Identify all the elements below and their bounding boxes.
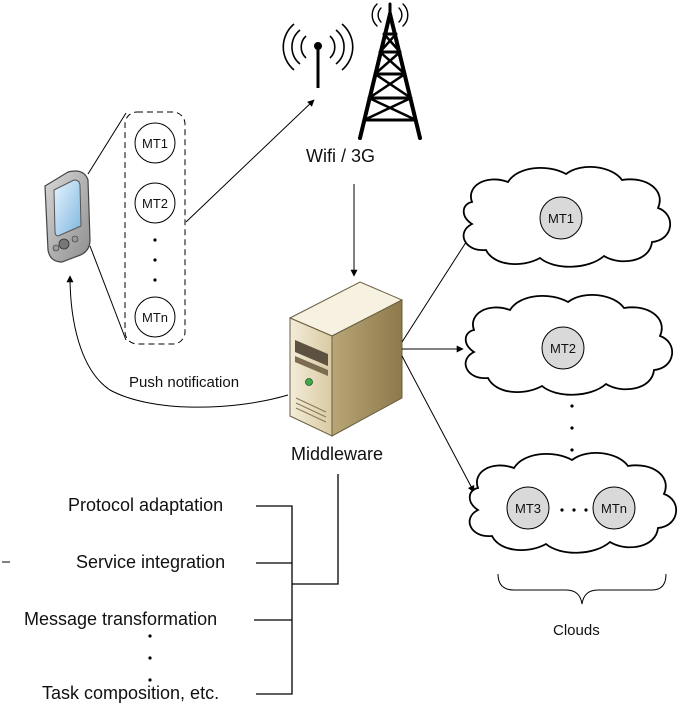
push-notification-label: Push notification	[129, 374, 240, 391]
middleware-to-cloud3-arrow	[401, 355, 475, 493]
server-icon	[288, 281, 404, 437]
wireless-label: Wifi / 3G	[306, 146, 376, 166]
phone-to-list-line-top	[87, 112, 127, 175]
clouds-brace	[497, 573, 667, 605]
cloud-2-node-label: MT2	[550, 341, 576, 356]
push-notification-arrow	[66, 275, 289, 408]
mobile-phone-icon	[44, 170, 91, 263]
clouds-ellipsis	[570, 404, 574, 452]
cloud-3: MT3 MTn	[468, 452, 678, 554]
cell-tower-icon	[358, 2, 422, 140]
phone-to-list-line-bottom	[89, 245, 127, 341]
cloud-1-node-label: MT1	[548, 211, 574, 226]
cloud-3-node-b-label: MTn	[601, 501, 627, 516]
app-node-mt2: MT2	[134, 182, 176, 224]
clouds-label: Clouds	[553, 622, 600, 639]
cloud-3-node-a-label: MT3	[515, 501, 541, 516]
app-node-mt1-label: MT1	[142, 136, 168, 151]
cloud-1: MT1	[462, 166, 672, 268]
wireless-antenna-icon	[282, 23, 354, 88]
functions-ellipsis	[148, 634, 152, 682]
middleware-label: Middleware	[291, 444, 384, 464]
middleware-to-cloud1-arrow	[401, 235, 471, 343]
list-to-antenna-arrow	[185, 99, 315, 223]
app-list-ellipsis	[153, 238, 157, 282]
function-item: Message transformation	[24, 609, 218, 629]
function-item: Task composition, etc.	[42, 683, 220, 703]
app-node-mt1: MT1	[134, 122, 176, 164]
app-node-mtn-label: MTn	[142, 310, 168, 325]
cloud-2: MT2	[464, 294, 674, 396]
functions-bracket	[254, 474, 339, 695]
function-item: Service integration	[76, 552, 226, 572]
cloud-3-ellipsis	[560, 508, 588, 512]
function-item: Protocol adaptation	[68, 495, 224, 515]
app-node-mt2-label: MT2	[142, 196, 168, 211]
app-list-container	[124, 111, 186, 345]
app-node-mtn: MTn	[134, 296, 176, 338]
